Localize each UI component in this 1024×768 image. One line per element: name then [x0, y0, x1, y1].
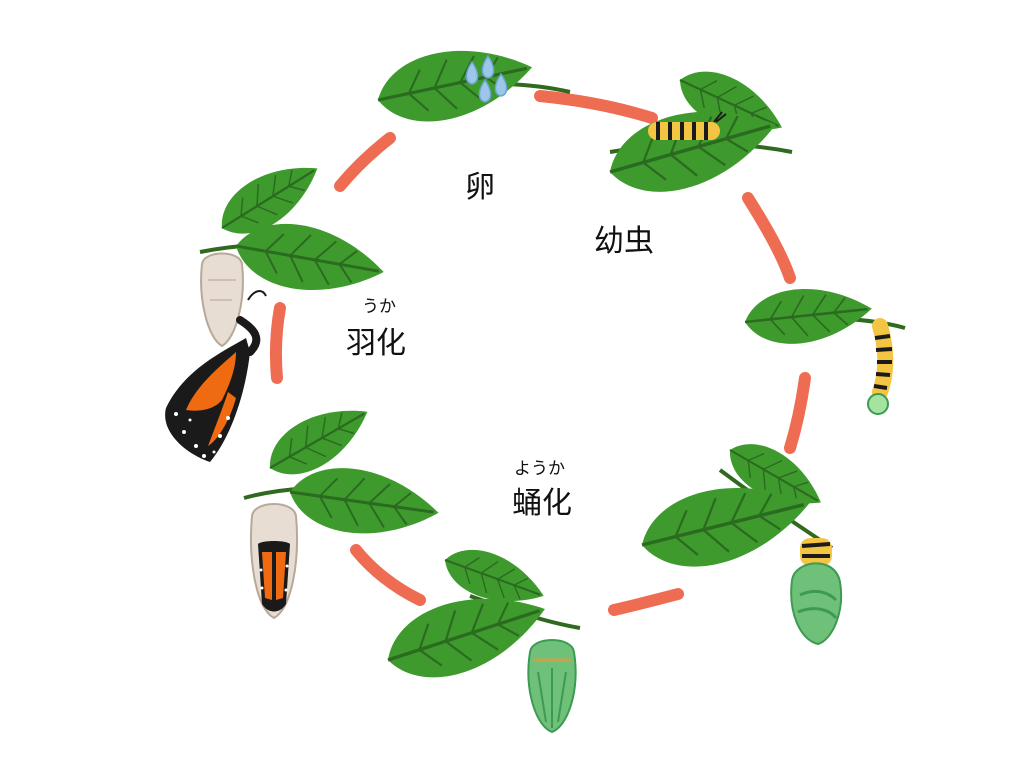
- leaf-icon: [284, 458, 445, 546]
- pupa-late-stage: [243, 389, 445, 620]
- chrysalis-icon: [249, 503, 299, 620]
- eclosion-stage: [165, 146, 391, 462]
- egg-icon: [465, 54, 508, 103]
- arrow-dash-icon: [534, 90, 658, 124]
- arrow-dash-icon: [742, 192, 796, 284]
- egg-stage: [369, 32, 571, 135]
- arrow-dash-icon: [334, 132, 396, 192]
- label-pupa: 蛹化: [512, 486, 572, 521]
- butterfly-icon: [165, 290, 267, 462]
- prepupa-stage: [740, 280, 906, 415]
- pupa-stage: [375, 537, 581, 734]
- leaf-icon: [740, 280, 876, 351]
- caterpillar-icon: [867, 318, 894, 415]
- larva-stage: [598, 57, 794, 209]
- arrow-dash-icon: [270, 302, 286, 384]
- caterpillar-icon: [648, 111, 727, 140]
- arrow-dash-icon: [350, 544, 426, 606]
- label-egg: 卵: [465, 170, 495, 205]
- leaf-icon: [369, 32, 541, 135]
- chrysalis-icon: [527, 639, 577, 734]
- label-pupa-ruby: ようか: [514, 459, 565, 479]
- arrow-dash-icon: [608, 588, 684, 616]
- label-eclosion-ruby: うか: [362, 297, 396, 317]
- label-eclosion: 羽化: [346, 326, 406, 361]
- chrysalis-icon: [200, 252, 244, 348]
- cycle-arrows: [270, 90, 811, 616]
- label-larva: 幼虫: [594, 224, 654, 259]
- pupa-forming-stage: [631, 429, 843, 646]
- arrow-dash-icon: [784, 372, 811, 454]
- chrysalis-icon: [790, 538, 843, 646]
